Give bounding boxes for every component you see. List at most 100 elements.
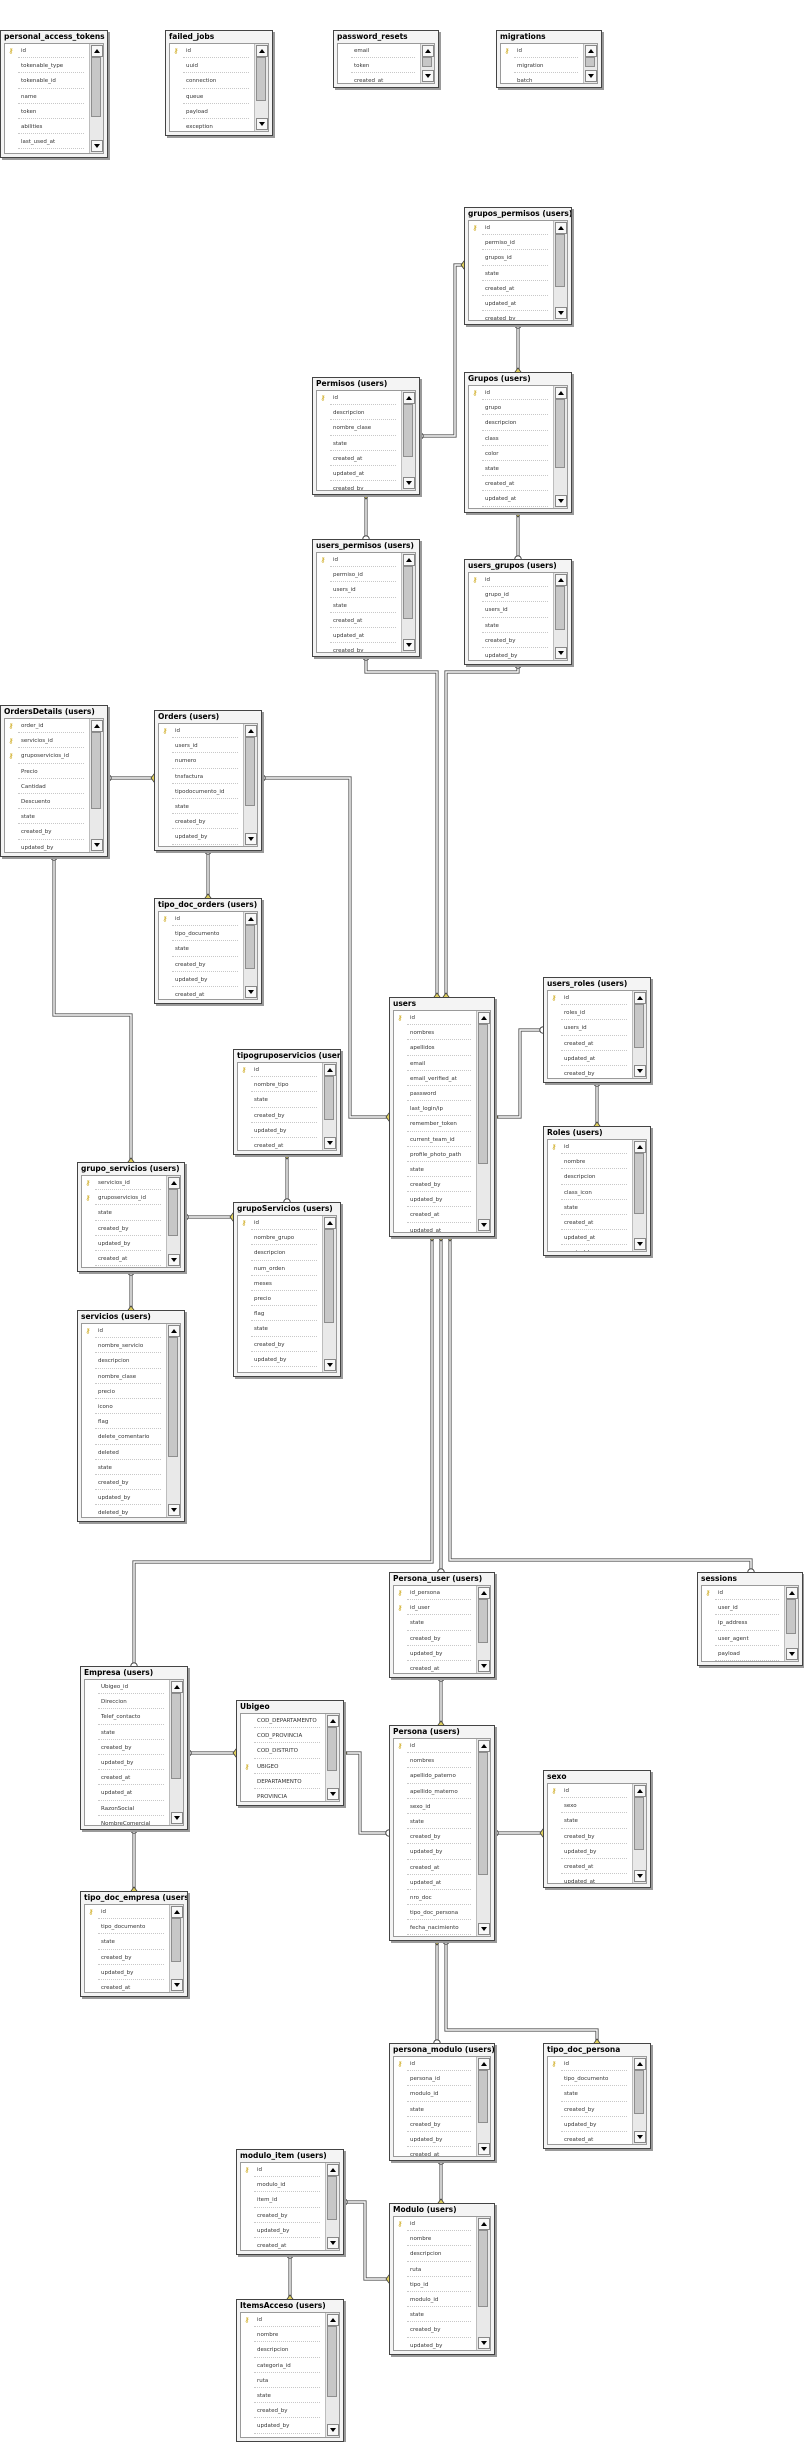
vertical-scrollbar[interactable] [322,1063,336,1150]
column-row[interactable]: state [82,1461,166,1476]
column-row[interactable]: created_at [469,282,553,297]
column-row[interactable]: created_at [159,988,243,999]
column-row[interactable]: updated_by [85,1756,169,1771]
scroll-down-arrow-icon[interactable] [555,495,567,507]
column-row[interactable]: updated_by [241,2224,325,2239]
column-row[interactable]: profile_photo_path [394,1148,476,1163]
column-row[interactable]: descripcion [394,2247,476,2262]
column-row[interactable]: token [5,105,89,120]
column-row[interactable]: apellido_paterno [394,1769,476,1784]
column-row[interactable]: Cantidad [5,780,89,795]
column-row[interactable]: state [85,1726,169,1741]
column-row[interactable]: ⚷id [394,2217,476,2232]
column-row[interactable]: created_at [548,1216,632,1231]
scroll-down-arrow-icon[interactable] [327,2424,339,2436]
scroll-up-arrow-icon[interactable] [478,1587,490,1599]
column-row[interactable]: updated_by [159,830,243,845]
column-row[interactable]: RazonSocial [85,1802,169,1817]
column-row[interactable]: categoria_id [241,2359,325,2374]
column-row[interactable]: current_team_id [394,1133,476,1148]
column-row[interactable]: updated_by [394,1647,476,1662]
scroll-up-arrow-icon[interactable] [478,1012,490,1024]
scroll-up-arrow-icon[interactable] [422,45,434,57]
vertical-scrollbar[interactable] [553,573,567,660]
column-row[interactable]: created_at [82,1252,166,1267]
column-row[interactable]: token [338,59,420,74]
column-row[interactable]: created_at [317,452,401,467]
vertical-scrollbar[interactable] [401,391,415,490]
relationship-modulo-item-to-itemsacceso[interactable] [286,2251,294,2304]
vertical-scrollbar[interactable] [476,1739,490,1936]
column-row[interactable]: last_used_at [5,135,89,150]
column-row[interactable]: created_by [82,1476,166,1491]
relationship-grupo-servicios-to-gruposervicios[interactable] [181,1212,237,1222]
column-row[interactable]: payload [170,105,254,120]
column-row[interactable]: numero [159,754,243,769]
column-row[interactable]: created_at [241,2239,325,2250]
relationship-persona-user-to-persona[interactable] [437,1674,445,1730]
scroll-up-arrow-icon[interactable] [245,725,257,737]
column-row[interactable]: Descuento [5,795,89,810]
relationship-persona-modulo-to-modulo[interactable] [437,2157,445,2208]
column-row[interactable]: ⚷servicios_id [82,1176,166,1191]
scrollbar-thumb[interactable] [478,1024,488,1164]
vertical-scrollbar[interactable] [243,724,257,846]
column-row[interactable]: exception [170,120,254,131]
column-row[interactable]: ⚷id [548,2057,632,2072]
scrollbar-thumb[interactable] [478,1599,488,1643]
column-row[interactable]: updated_by [394,2339,476,2351]
column-row[interactable]: updated_by [548,2118,632,2133]
column-row[interactable]: created_by [548,2103,632,2118]
scroll-down-arrow-icon[interactable] [478,2143,490,2155]
column-row[interactable]: state [5,810,89,825]
column-row[interactable]: updated_by [241,2419,325,2434]
column-row[interactable]: updated_by [85,1966,169,1981]
scrollbar-thumb[interactable] [634,1797,644,1850]
column-row[interactable]: created_by [394,2118,476,2133]
column-row[interactable]: tipo_documento [548,2072,632,2087]
scrollbar-thumb[interactable] [245,737,255,806]
column-row[interactable]: class_icon [548,1186,632,1201]
column-row[interactable]: uuid [170,59,254,74]
column-row[interactable]: state [394,2308,476,2323]
column-row[interactable]: tipo_doc_persona [394,1906,476,1921]
scroll-up-arrow-icon[interactable] [634,1785,646,1797]
column-row[interactable]: modulo_id [241,2178,325,2193]
column-row[interactable]: apellido_materno [394,1785,476,1800]
column-row[interactable]: DEPARTAMENTO [241,1775,325,1790]
scroll-down-arrow-icon[interactable] [403,639,415,651]
scrollbar-thumb[interactable] [91,57,101,117]
vertical-scrollbar[interactable] [476,1011,490,1232]
relationship-ubigeo-to-empresa[interactable] [184,1748,240,1758]
column-row[interactable]: ⚷id [241,2313,325,2328]
vertical-scrollbar[interactable] [322,1216,336,1372]
scroll-down-arrow-icon[interactable] [324,1137,336,1149]
column-row[interactable]: descripcion [548,1170,632,1185]
scrollbar-thumb[interactable] [634,2070,644,2114]
column-row[interactable]: updated_by [5,841,89,853]
scroll-down-arrow-icon[interactable] [168,1254,180,1266]
column-row[interactable]: abilities [5,120,89,135]
column-row[interactable]: ⚷id [469,386,553,401]
column-row[interactable]: descripcion [82,1354,166,1369]
column-row[interactable]: updated_at [469,492,553,507]
column-row[interactable]: user_agent [702,1632,784,1647]
column-row[interactable]: ip_address [702,1616,784,1631]
relationship-persona-to-tipo-doc-persona[interactable] [442,1937,601,2048]
scroll-up-arrow-icon[interactable] [634,992,646,1004]
column-row[interactable]: sexo_id [394,1800,476,1815]
column-row[interactable]: flag [82,1415,166,1430]
column-row[interactable]: created_at [548,1860,632,1875]
scroll-down-arrow-icon[interactable] [171,1979,183,1991]
column-row[interactable]: email [338,44,420,59]
